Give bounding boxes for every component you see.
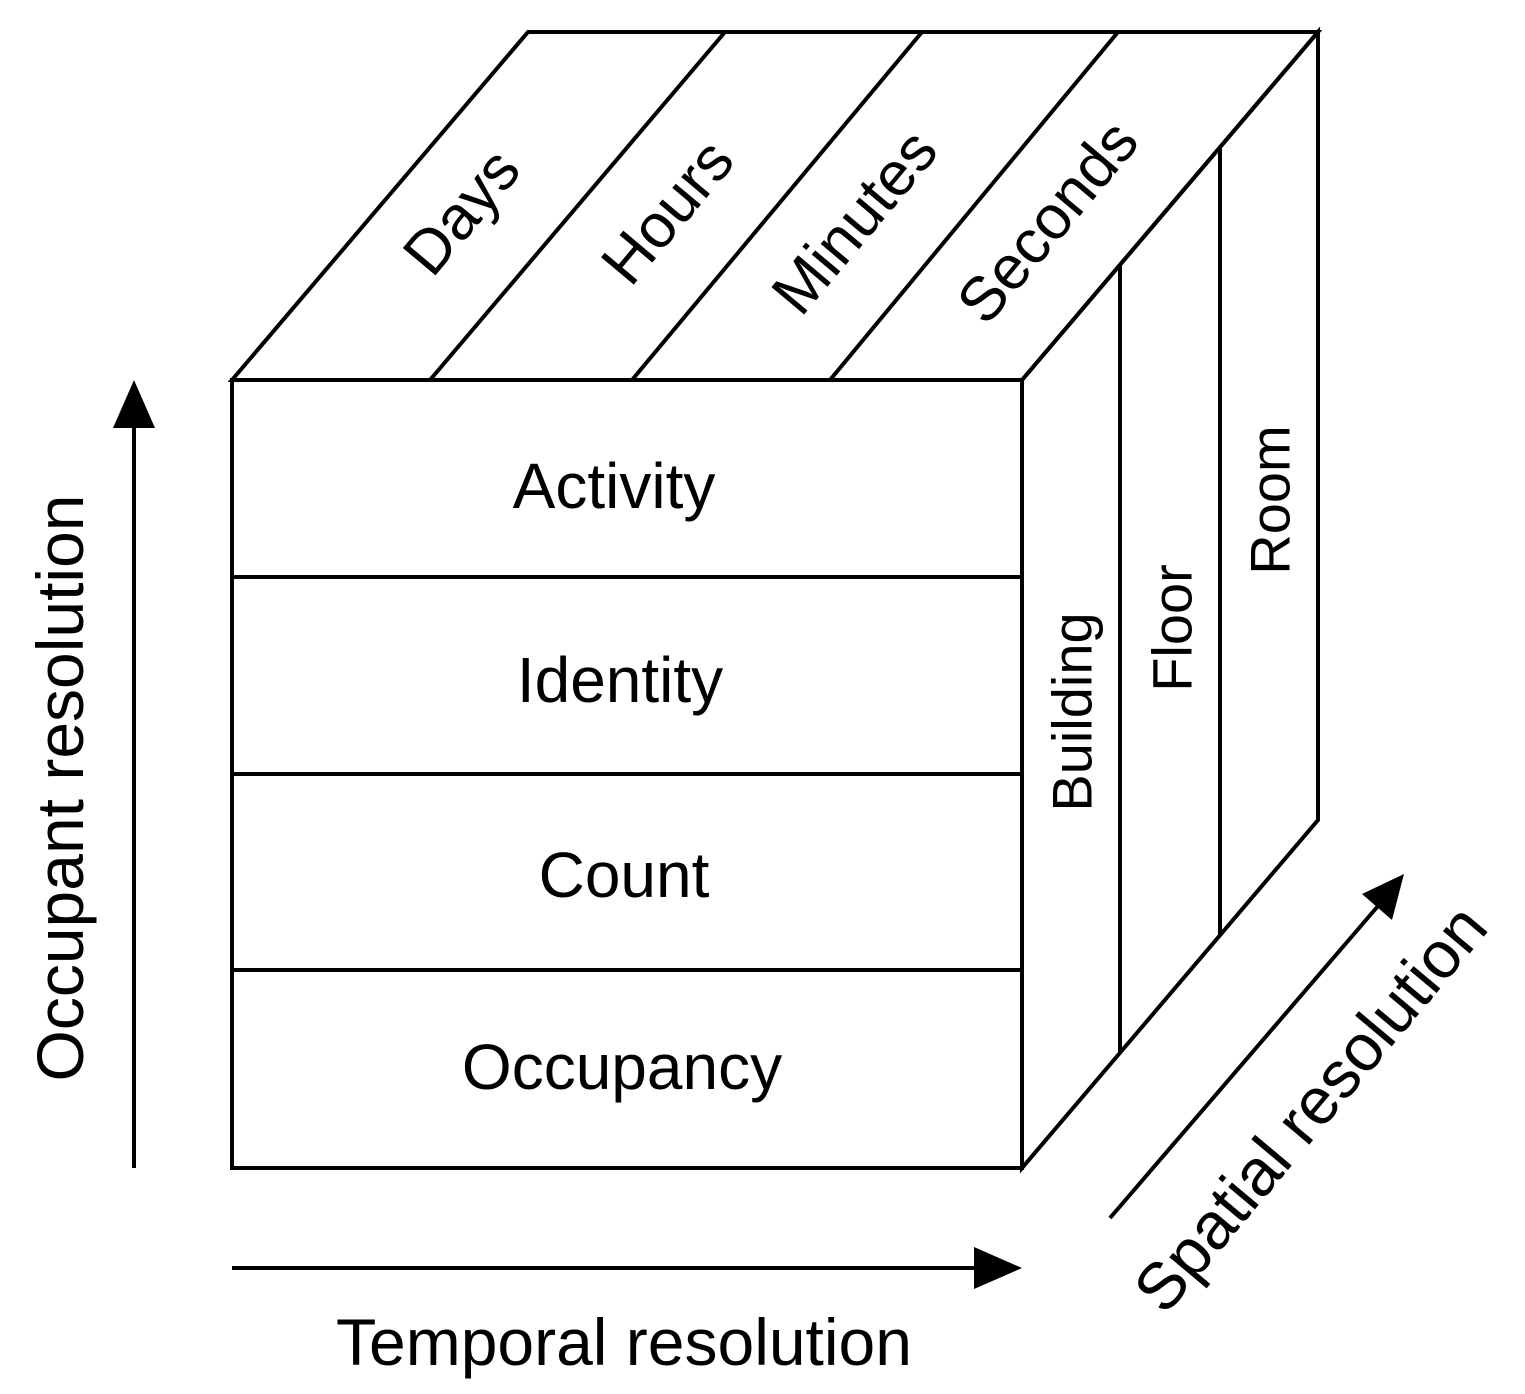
occupant-level-count: Count — [539, 839, 710, 911]
occupant-axis: Occupant resolution — [23, 380, 155, 1168]
temporal-level-days: Days — [390, 136, 534, 289]
occupant-level-activity: Activity — [513, 450, 716, 522]
spatial-level-room: Room — [1239, 425, 1302, 574]
top-divider-2 — [630, 30, 924, 382]
spatial-axis: Spatial resolution — [1108, 874, 1501, 1326]
temporal-axis-arrowhead — [974, 1247, 1022, 1289]
occupant-axis-arrowhead — [113, 380, 155, 428]
top-divider-1 — [428, 30, 727, 382]
temporal-axis-label: Temporal resolution — [336, 1305, 912, 1379]
occupant-levels: Activity Identity Count Occupancy — [462, 450, 782, 1103]
spatial-level-building: Building — [1041, 612, 1104, 811]
occupant-level-occupancy: Occupancy — [462, 1031, 782, 1103]
cube — [227, 26, 1323, 1174]
top-divider-3 — [828, 30, 1120, 382]
temporal-axis: Temporal resolution — [232, 1247, 1022, 1379]
spatial-axis-arrowhead — [1362, 874, 1404, 920]
occupant-axis-label: Occupant resolution — [23, 494, 97, 1081]
spatial-level-floor: Floor — [1141, 564, 1204, 692]
temporal-levels: Days Hours Minutes Seconds — [390, 107, 1152, 336]
temporal-level-minutes: Minutes — [759, 117, 951, 328]
spatial-axis-line — [1108, 904, 1380, 1220]
spatial-levels: Building Floor Room — [1041, 425, 1302, 811]
spatial-axis-label: Spatial resolution — [1119, 890, 1501, 1325]
occupant-level-identity: Identity — [517, 644, 723, 716]
